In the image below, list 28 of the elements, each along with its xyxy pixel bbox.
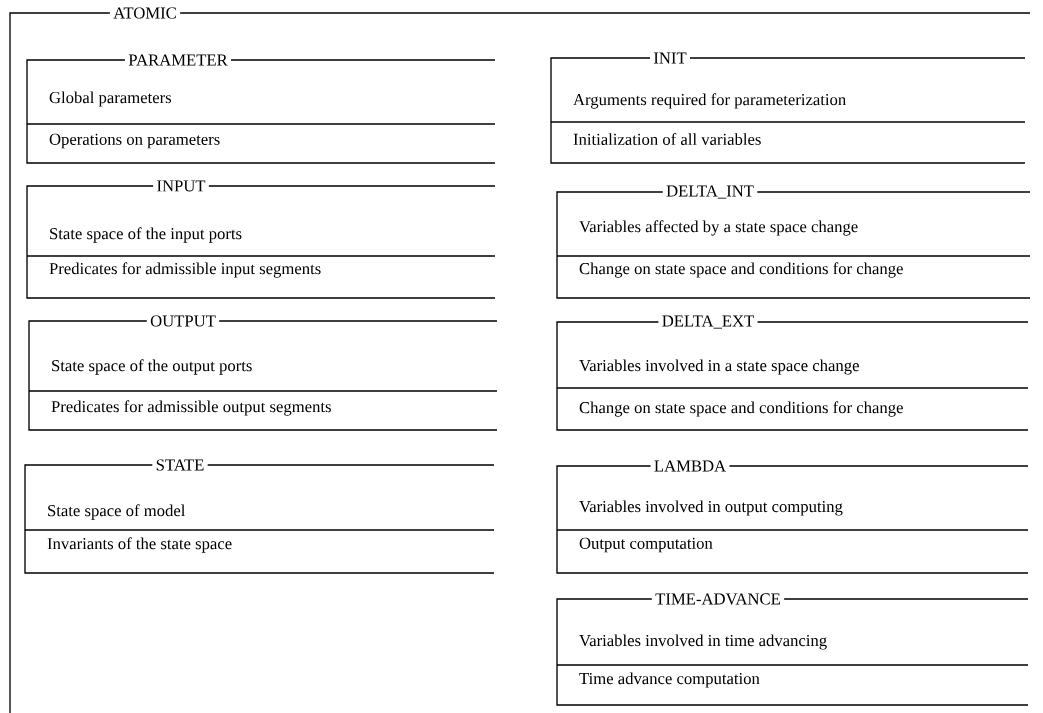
row-text: Change on state space and conditions for change [579, 401, 903, 417]
section-heading: STATE [156, 459, 204, 471]
section-heading: OUTPUT [150, 315, 216, 327]
row-text: Predicates for admissible output segments [51, 400, 331, 416]
section-heading: TIME-ADVANCE [655, 593, 780, 605]
row-text: Time advance computation [579, 672, 760, 688]
section-heading: DELTA_EXT [662, 315, 754, 329]
row-text: Operations on parameters [49, 133, 220, 149]
row-text: Output computation [579, 537, 713, 553]
section-heading: INPUT [157, 180, 206, 192]
row-text: Predicates for admissible input segments [49, 262, 321, 278]
row-text: Arguments required for parameterization [573, 93, 846, 109]
section-heading: ATOMIC [113, 7, 176, 19]
section-heading: PARAMETER [128, 54, 228, 66]
row-text: Global parameters [49, 91, 172, 107]
row-text: State space of the input ports [50, 227, 242, 243]
row-text: State space of model [48, 504, 186, 520]
section-heading: INIT [653, 52, 687, 64]
row-text: Variables involved in output computing [579, 500, 843, 516]
row-text: Initialization of all variables [573, 133, 761, 145]
row-text: Invariants of the state space [47, 537, 232, 553]
section-heading: DELTA_INT [666, 185, 754, 199]
section-heading: LAMBDA [654, 460, 726, 472]
row-text: Variables involved in a state space change [579, 359, 859, 375]
row-text: Variables affected by a state space change [579, 220, 858, 236]
row-text: Change on state space and conditions for change [579, 262, 903, 278]
row-text: Variables involved in time advancing [579, 634, 827, 650]
row-text: State space of the output ports [52, 359, 252, 375]
